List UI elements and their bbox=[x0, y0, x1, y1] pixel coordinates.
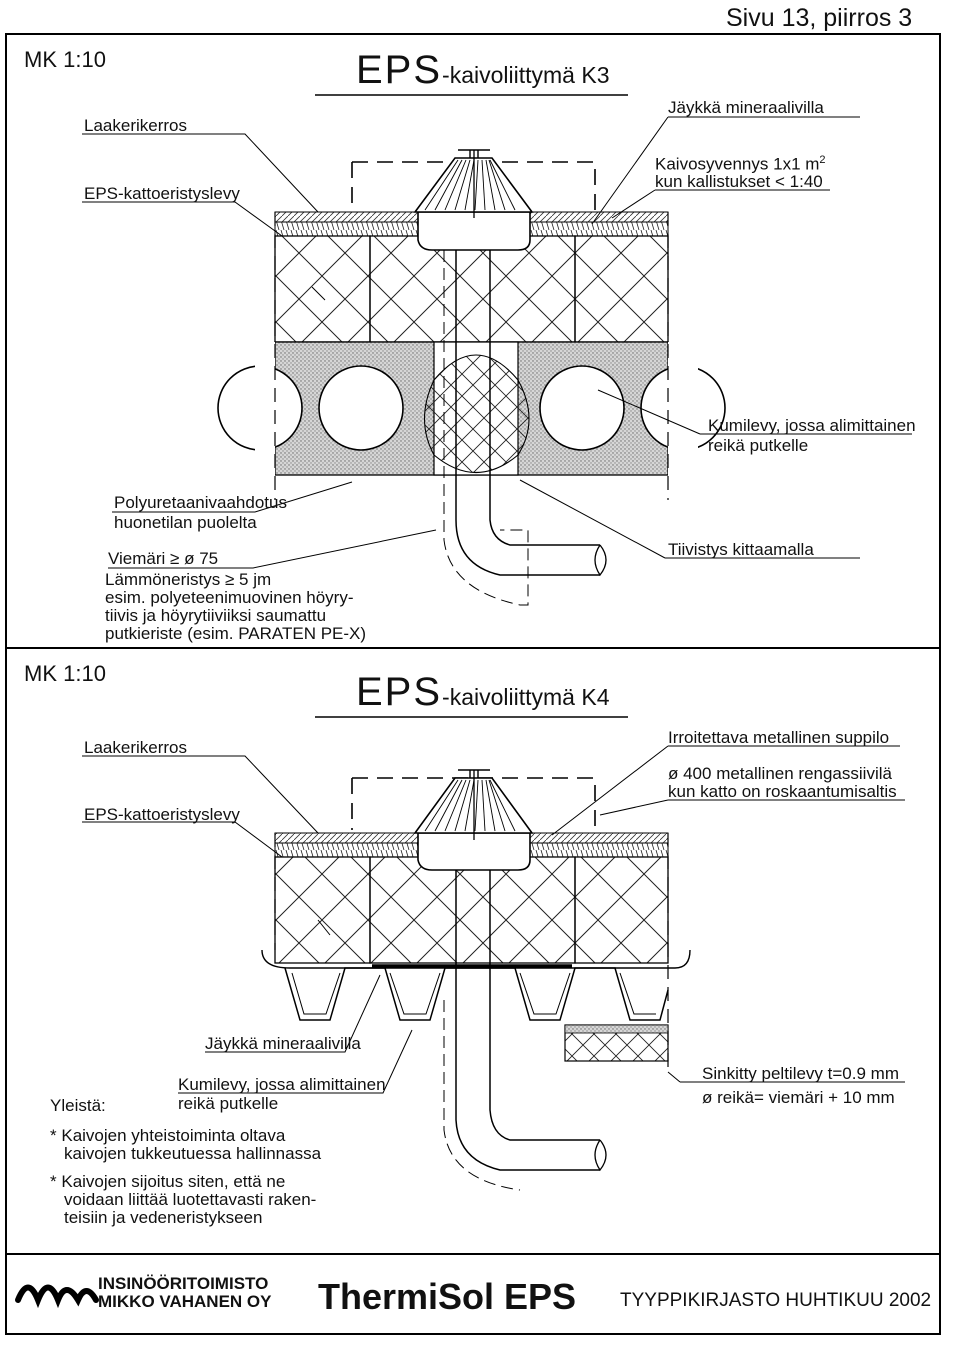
k3-label-polyuretaani-line1: Polyuretaanivaahdotus bbox=[114, 493, 287, 512]
k4-label-kumilevy-line1: Kumilevy, jossa alimittainen bbox=[178, 1075, 386, 1094]
k4-label-rengassiivila-line2: kun katto on roskaantumisaltis bbox=[668, 782, 897, 801]
k3-title-rest: -kaivoliittymä K3 bbox=[442, 62, 610, 88]
k3-label-eps-kattoeristyslevy: EPS-kattoeristyslevy bbox=[84, 184, 240, 203]
k3-label-lammoneristys-line1: Lämmöneristys ≥ 5 jm bbox=[105, 570, 272, 589]
k4-label-rengassiivila-line1: ø 400 metallinen rengassiivilä bbox=[668, 764, 892, 783]
detail-k4 bbox=[82, 745, 905, 1191]
note-item-2-line3: teisiin ja vedeneristykseen bbox=[64, 1208, 263, 1227]
note-line: Kaivojen yhteistoiminta oltava bbox=[61, 1126, 286, 1145]
k4-label-eps-kattoeristyslevy: EPS-kattoeristyslevy bbox=[84, 805, 240, 824]
note-bullet: * bbox=[50, 1172, 57, 1191]
k3-title: EPS-kaivoliittymä K3 bbox=[356, 48, 609, 93]
note-item-1: * Kaivojen yhteistoiminta oltava bbox=[50, 1126, 285, 1146]
k4-label-laakerikerros: Laakerikerros bbox=[84, 738, 187, 757]
k3-kaivosyvennys-text: Kaivosyvennys 1x1 m bbox=[655, 154, 820, 174]
k4-label-irroitettava: Irroitettava metallinen suppilo bbox=[668, 728, 890, 747]
k4-label-sinkitty-line2: ø reikä= viemäri + 10 mm bbox=[702, 1088, 895, 1107]
k3-label-kaivosyvennys-line2: kun kallistukset < 1:40 bbox=[655, 172, 823, 191]
company-name-line1: INSINÖÖRITOIMISTO bbox=[98, 1274, 269, 1293]
k4-label-kumilevy-line2: reikä putkelle bbox=[178, 1094, 279, 1113]
k3-label-lammoneristys-line2: esim. polyeteenimuovinen höyry- bbox=[105, 588, 354, 607]
library-info: TYYPPIKIRJASTO HUHTIKUU 2002 bbox=[620, 1290, 932, 1311]
k4-label-sinkitty-line1: Sinkitty peltilevy t=0.9 mm bbox=[702, 1064, 899, 1083]
brand-name: ThermiSol EPS bbox=[318, 1276, 577, 1317]
k3-title-eps: EPS bbox=[356, 48, 443, 92]
page-reference: Sivu 13, piirros 3 bbox=[726, 4, 913, 32]
note-item-2-line2: voidaan liittää luotettavasti raken- bbox=[64, 1190, 317, 1209]
detail-k3 bbox=[82, 116, 912, 606]
k4-scale: MK 1:10 bbox=[24, 661, 106, 686]
note-item-1-line2: kaivojen tukkeutuessa hallinnassa bbox=[64, 1144, 322, 1163]
k4-title-eps: EPS bbox=[356, 670, 443, 714]
k3-label-kumilevy-line2: reikä putkelle bbox=[708, 436, 809, 455]
k3-label-viemari: Viemäri ≥ ø 75 bbox=[108, 549, 219, 568]
k4-title: EPS-kaivoliittymä K4 bbox=[356, 670, 609, 715]
note-bullet: * bbox=[50, 1126, 57, 1145]
k3-scale: MK 1:10 bbox=[24, 47, 106, 72]
k3-label-laakerikerros: Laakerikerros bbox=[84, 116, 187, 135]
k3-label-jaykka-mineraalivilla: Jäykkä mineraalivilla bbox=[668, 98, 824, 117]
note-item-2: * Kaivojen sijoitus siten, että ne bbox=[50, 1172, 285, 1192]
k3-label-kumilevy-line1: Kumilevy, jossa alimittainen bbox=[708, 416, 916, 435]
company-name-line2: MIKKO VAHANEN OY bbox=[98, 1292, 272, 1311]
k3-label-lammoneristys-line4: putkieriste (esim. PARATEN PE-X) bbox=[105, 624, 367, 643]
k3-label-lammoneristys-line3: tiivis ja höyrytiiviiksi saumattu bbox=[105, 606, 327, 625]
k3-label-tiivistys: Tiivistys kittaamalla bbox=[668, 540, 814, 559]
company-logo-mark bbox=[15, 1284, 99, 1309]
k3-label-kaivosyvennys-line1: Kaivosyvennys 1x1 m2 bbox=[655, 150, 826, 175]
k4-title-rest: -kaivoliittymä K4 bbox=[442, 684, 610, 710]
note-line: Kaivojen sijoitus siten, että ne bbox=[61, 1172, 286, 1191]
notes-heading: Yleistä: bbox=[50, 1096, 106, 1115]
k3-label-polyuretaani-line2: huonetilan puolelta bbox=[114, 513, 257, 532]
k3-kaivosyvennys-sup: 2 bbox=[819, 154, 826, 166]
k4-label-jaykka-mineraalivilla: Jäykkä mineraalivilla bbox=[205, 1034, 361, 1053]
frame-footer bbox=[5, 1253, 941, 1335]
